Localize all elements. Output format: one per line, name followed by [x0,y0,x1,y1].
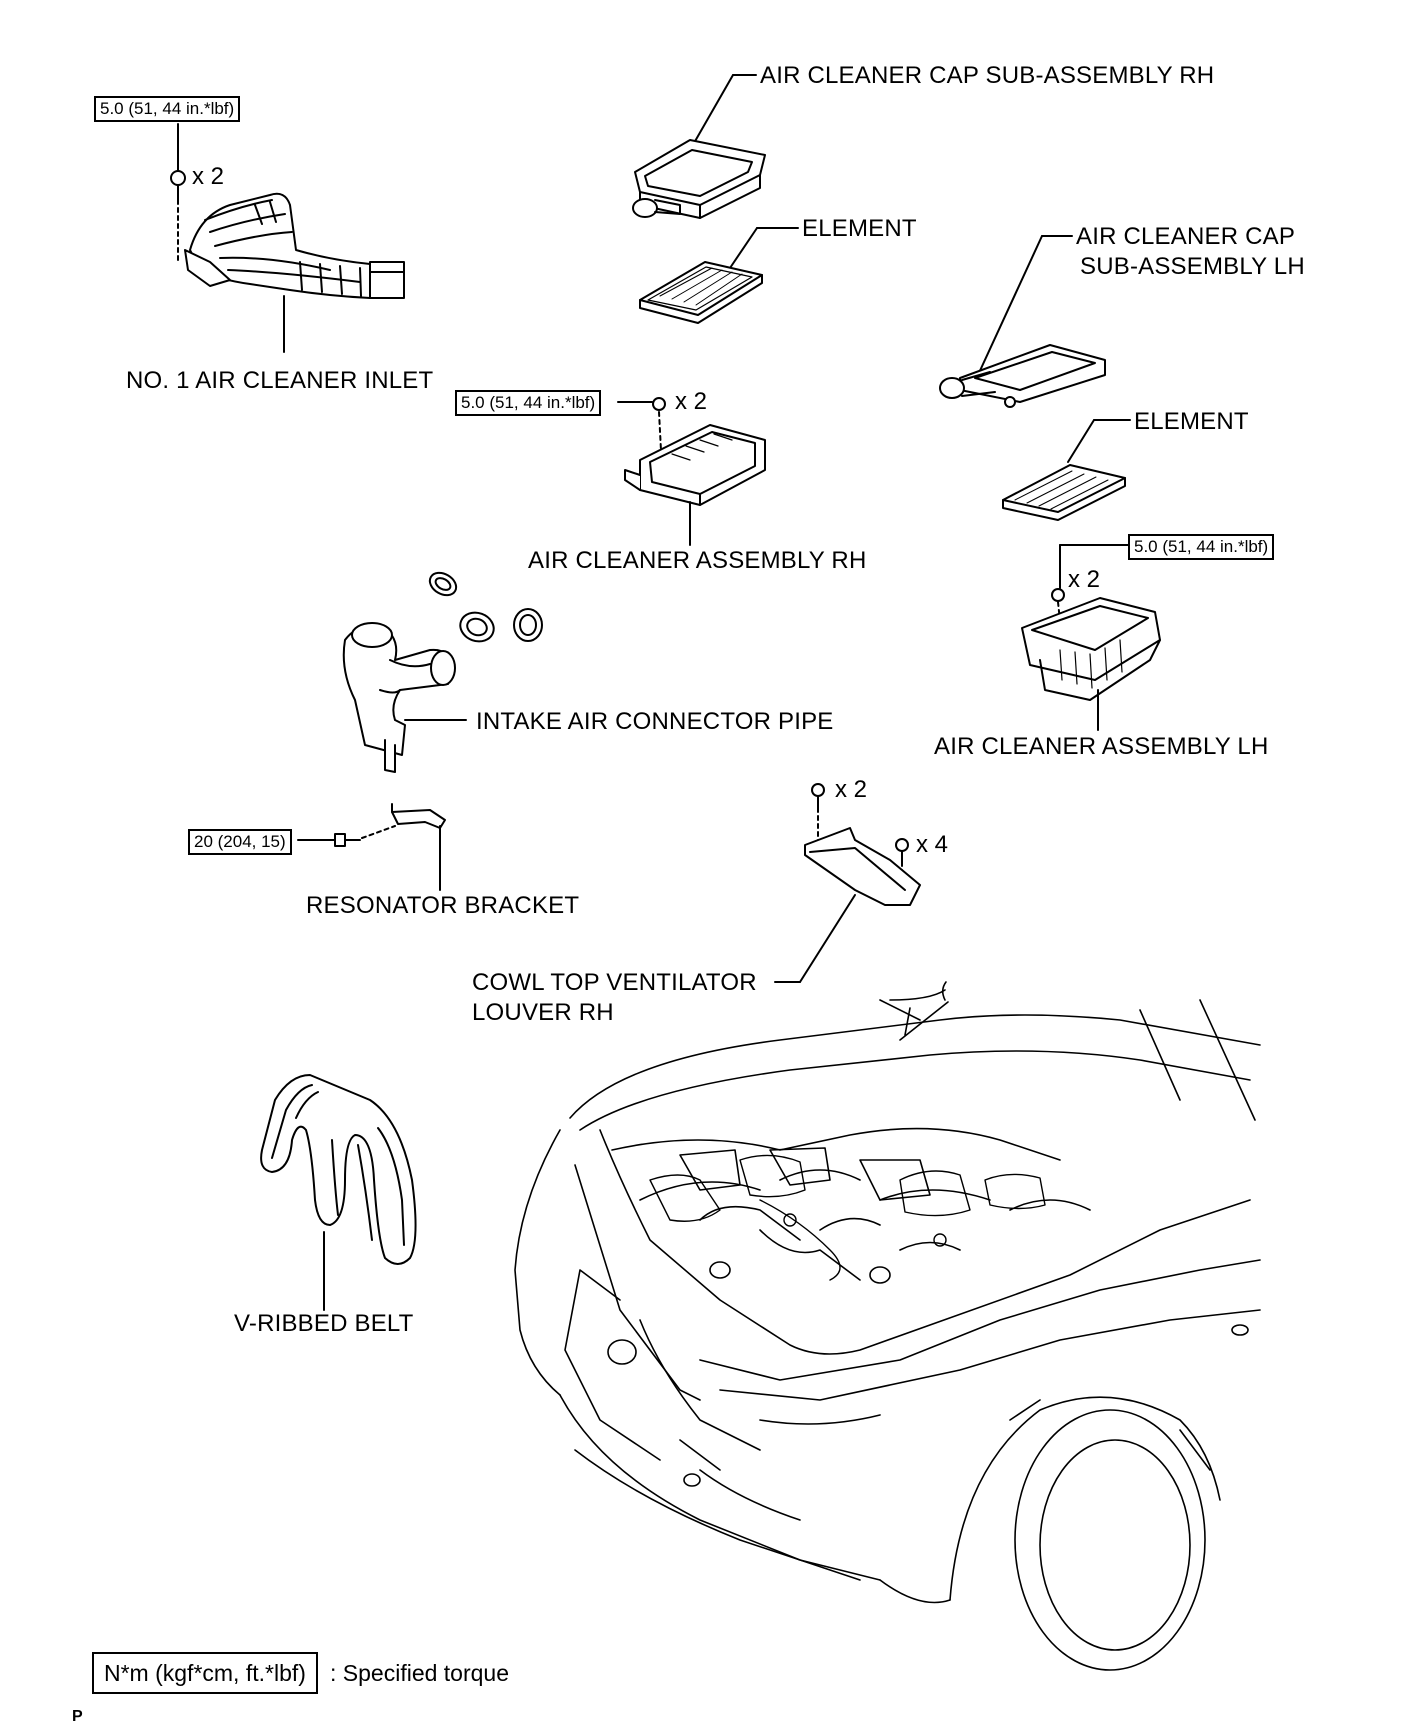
intake-air-connector-pipe-part [342,622,467,773]
resonator-bracket-part [297,803,446,891]
label-air-cleaner-inlet: NO. 1 AIR CLEANER INLET [126,367,434,394]
label-resonator-bracket: RESONATOR BRACKET [306,892,580,919]
v-ribbed-belt-part [260,1074,417,1311]
qty-assembly-lh-bolts: x 2 [1068,566,1101,593]
torque-legend-description: : Specified torque [330,1660,510,1686]
label-cowl-top-ventilator-line1: COWL TOP VENTILATOR [472,969,757,996]
label-air-cleaner-cap-lh-line1: AIR CLEANER CAP [1076,223,1296,250]
label-air-cleaner-assembly-rh: AIR CLEANER ASSEMBLY RH [528,547,867,574]
torque-spec-assembly-rh: 5.0 (51, 44 in.*lbf) [455,390,602,416]
label-cowl-top-ventilator-line2: LOUVER RH [472,999,614,1026]
qty-louver-bolts: x 2 [835,776,868,803]
label-air-cleaner-cap-rh: AIR CLEANER CAP SUB-ASSEMBLY RH [760,62,1215,89]
engine-components-illustration [649,1154,1046,1281]
vehicle-illustration [514,981,1261,1671]
torque-spec-assembly-lh: 5.0 (51, 44 in.*lbf) [1128,534,1275,560]
label-element-lh: ELEMENT [1134,408,1249,435]
air-cleaner-assembly-lh-part [1021,544,1161,731]
air-cleaner-cap-lh-part [939,235,1106,408]
torque-spec-resonator-bracket: 20 (204, 15) [188,829,292,855]
label-air-cleaner-cap-lh-line2: SUB-ASSEMBLY LH [1080,253,1305,280]
page-code: P [72,1708,83,1725]
air-cleaner-cap-rh-part [632,74,766,219]
element-rh-part [639,227,799,324]
air-cleaner-assembly-rh-part [617,397,766,546]
label-air-cleaner-assembly-lh: AIR CLEANER ASSEMBLY LH [934,733,1269,760]
qty-assembly-rh-bolts: x 2 [675,388,708,415]
label-intake-air-connector-pipe: INTAKE AIR CONNECTOR PIPE [476,708,834,735]
label-element-rh: ELEMENT [802,215,917,242]
qty-inlet-bolts: x 2 [192,163,225,190]
element-lh-part [1002,419,1131,521]
torque-spec-inlet: 5.0 (51, 44 in.*lbf) [94,96,241,122]
qty-louver-clips: x 4 [916,831,949,858]
hose-clamps-part [428,571,543,643]
label-v-ribbed-belt: V-RIBBED BELT [234,1310,414,1337]
torque-unit-legend-box: N*m (kgf*cm, ft.*lbf) [92,1652,318,1694]
cowl-top-ventilator-louver-part [774,783,921,983]
air-cleaner-inlet-part [170,123,405,353]
